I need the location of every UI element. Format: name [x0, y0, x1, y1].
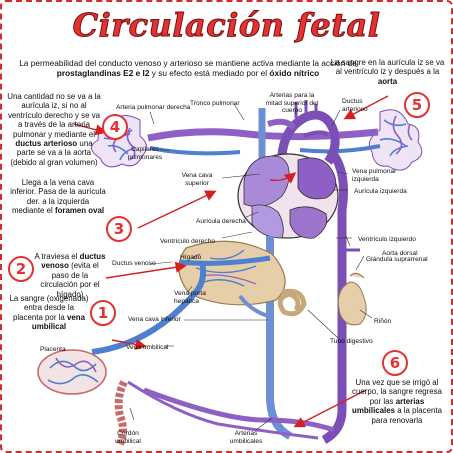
step2-arrow [105, 261, 187, 279]
label-tubo-digestivo: Tubo digestivo [330, 338, 373, 345]
page-title: Circulación fetal [72, 6, 381, 45]
label-rinon: Riñón [374, 318, 392, 325]
hepatic-portal-vein [238, 294, 269, 318]
label-arterias-umbilicales: Arterias umbilicales [229, 430, 263, 445]
leader-lines [129, 103, 373, 431]
label-cordon-umbilical: Cordón umbilical [115, 430, 141, 445]
step5-number: 5 [404, 92, 430, 118]
label-ductus-venoso: Ductus venoso [112, 260, 156, 267]
label-ventriculo-derecho: Ventrículo derecho [160, 238, 215, 245]
left-lung-capillaries [368, 109, 423, 171]
intro-text: La permeabilidad del conducto venoso y a… [18, 58, 358, 78]
label-vena-porta-hepatica: Vena porta hepática [174, 290, 206, 305]
right-pulmonary-vein [149, 146, 241, 156]
ductus-arteriosus [303, 130, 329, 138]
intro-mid: y su efecto está mediado por el [149, 68, 270, 78]
label-placenta: Placenta [40, 346, 66, 353]
dorsal-aorta [321, 146, 348, 444]
kidney [337, 272, 367, 326]
step5-highlight: aorta [377, 76, 398, 86]
step3-highlight: foramen oval [54, 206, 105, 216]
digestive-tube [277, 288, 307, 317]
step3-arrow [137, 190, 217, 229]
label-arterias-mitad-superior: Arterias para la mitad superior del cuer… [265, 92, 319, 115]
umbilical-cord [114, 380, 128, 446]
step4-number: 4 [102, 114, 128, 140]
step5-arrow [343, 95, 389, 120]
step3-text: Llega a la vena cava inferior. Pasa de l… [10, 178, 106, 216]
step4-arrow [73, 123, 107, 136]
intro-pre: La permeabilidad del conducto venoso y a… [19, 58, 357, 68]
label-auricula-izquierda: Aurícula izquierda [354, 188, 407, 195]
label-glandula-suprarrenal: Glándula suprarrenal [366, 256, 428, 263]
step6-number: 6 [382, 350, 408, 376]
label-vena-umbilical: Vena umbilical [126, 344, 169, 351]
step2-text: A traviesa el ductus venoso (evita el pa… [34, 252, 106, 299]
label-capilares-pulmonares: Capilares pulmonares [127, 146, 163, 161]
step1-arrow [111, 338, 147, 350]
umbilical-artery-1 [143, 387, 335, 433]
step4-text: Una cantidad no se va a la aurícula iz, … [7, 92, 101, 167]
step3-number: 3 [106, 216, 132, 242]
umbilical-artery-2 [127, 380, 319, 440]
label-vena-cava-inferior: Vena cava inferior [128, 316, 181, 323]
placenta [37, 349, 107, 395]
label-vena-pulmonar-izquierda: Vena pulmonar izquierda [352, 168, 397, 183]
left-pulmonary-vein [299, 144, 381, 154]
ductus-venosus [179, 255, 271, 266]
step1-number: 1 [90, 300, 116, 326]
step4-highlight: ductus arterioso [15, 139, 78, 149]
step5-text: La sangre en la aurícula iz se va al ven… [330, 58, 445, 86]
heart [237, 153, 339, 239]
step2-highlight: ductus venoso [41, 252, 106, 271]
step1-highlight: vena umbilical [31, 312, 85, 332]
label-aorta-dorsal: Aorta dorsal [382, 250, 418, 257]
label-auricula-derecha: Aurícula derecha [196, 218, 246, 225]
label-vena-cava-superior: Vena cava superior [181, 172, 213, 187]
label-higado: Hígado [180, 254, 202, 261]
step1-text: La sangre (oxigenada) entra desde la pla… [9, 294, 89, 332]
aortic-arch [276, 110, 340, 177]
upper-body-arteries [294, 100, 318, 118]
step6-highlight: arterias umbilicales [352, 396, 425, 416]
label-arteria-pulmonar-derecha: Arteria pulmonar derecha [116, 104, 191, 111]
intro-bold-oxido-nitrico: óxido nítrico [269, 68, 320, 78]
intro-bold-prostaglandinas: prostaglandinas E2 e I2 [56, 68, 150, 78]
step6-arrow [293, 389, 367, 428]
label-ductus-arterioso: Ductus arterioso [342, 98, 368, 113]
label-ventriculo-izquierdo: Ventrículo izquierdo [358, 236, 416, 243]
step2-number: 2 [8, 256, 34, 282]
label-tronco-pulmonar: Tronco pulmonar [190, 100, 240, 107]
step6-text: Una vez que se irrigó al cuerpo, la sang… [352, 378, 442, 425]
umbilical-vein [91, 261, 207, 355]
pulmonary-trunk [267, 118, 297, 131]
